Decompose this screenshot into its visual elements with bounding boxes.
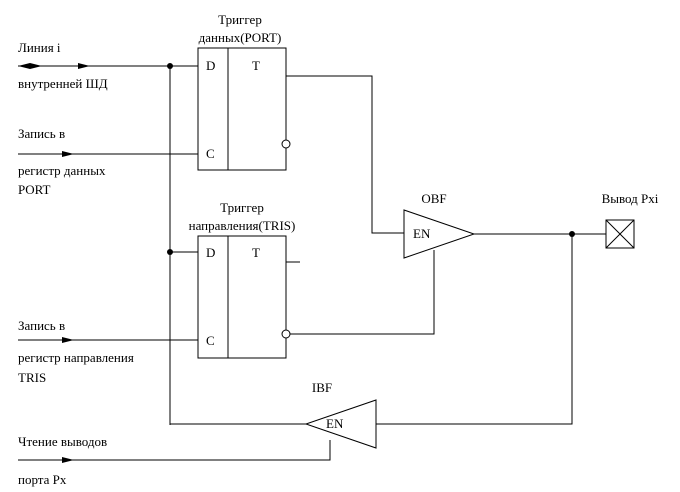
label-internal-bus: внутренней ШД (18, 76, 108, 91)
obf-en: EN (413, 226, 431, 241)
write-port-line (18, 151, 198, 157)
tris-qn-wire (290, 250, 435, 335)
arrow-right-icon (62, 151, 74, 157)
label-tris: TRIS (18, 370, 46, 385)
trigger-port-subtitle: данных(PORT) (199, 30, 282, 45)
label-data-register: регистр данных (18, 163, 106, 178)
label-line-i: Линия i (18, 40, 61, 55)
trigger-tris-subtitle: направления(TRIS) (189, 218, 296, 233)
trigger-port: Триггер данных(PORT) D T C (197, 12, 291, 171)
trigger-tris-d: D (206, 245, 215, 260)
label-read-pins: Чтение выводов (18, 434, 107, 449)
trigger-tris-title: Триггер (220, 200, 264, 215)
ibf-en: EN (326, 416, 344, 431)
ibf-buffer: IBF EN (304, 380, 377, 449)
trigger-port-title: Триггер (218, 12, 262, 27)
trigger-tris-c: C (206, 333, 215, 348)
trigger-port-t: T (252, 58, 260, 73)
output-pin-label: Вывод Pxi (602, 191, 659, 206)
trigger-port-d: D (206, 58, 215, 73)
label-port-px: порта Px (18, 472, 67, 487)
trigger-port-c: C (206, 146, 215, 161)
label-write-port: Запись в (18, 126, 65, 141)
junction-dot (167, 63, 173, 69)
ibf-label: IBF (312, 380, 332, 395)
label-direction-register: регистр направления (18, 350, 134, 365)
port-q-wire (286, 75, 404, 234)
arrow-left-icon (18, 63, 30, 69)
write-tris-line (18, 337, 198, 343)
arrow-right-icon (62, 457, 74, 463)
arrow-right-icon (78, 63, 90, 69)
inverted-output-bubble (281, 139, 291, 149)
trigger-tris-t: T (252, 245, 260, 260)
read-pins-line (18, 440, 331, 463)
obf-buffer: OBF EN (403, 191, 476, 259)
inverted-output-bubble (281, 329, 291, 339)
pin-to-ibf-wire (376, 234, 573, 425)
trigger-tris: Триггер направления(TRIS) D T C (189, 200, 300, 359)
obf-label: OBF (421, 191, 446, 206)
label-write-tris: Запись в (18, 318, 65, 333)
arrow-right-icon (30, 63, 42, 69)
arrow-right-icon (62, 337, 74, 343)
output-pin: Вывод Pxi (602, 191, 659, 249)
label-port: PORT (18, 182, 51, 197)
